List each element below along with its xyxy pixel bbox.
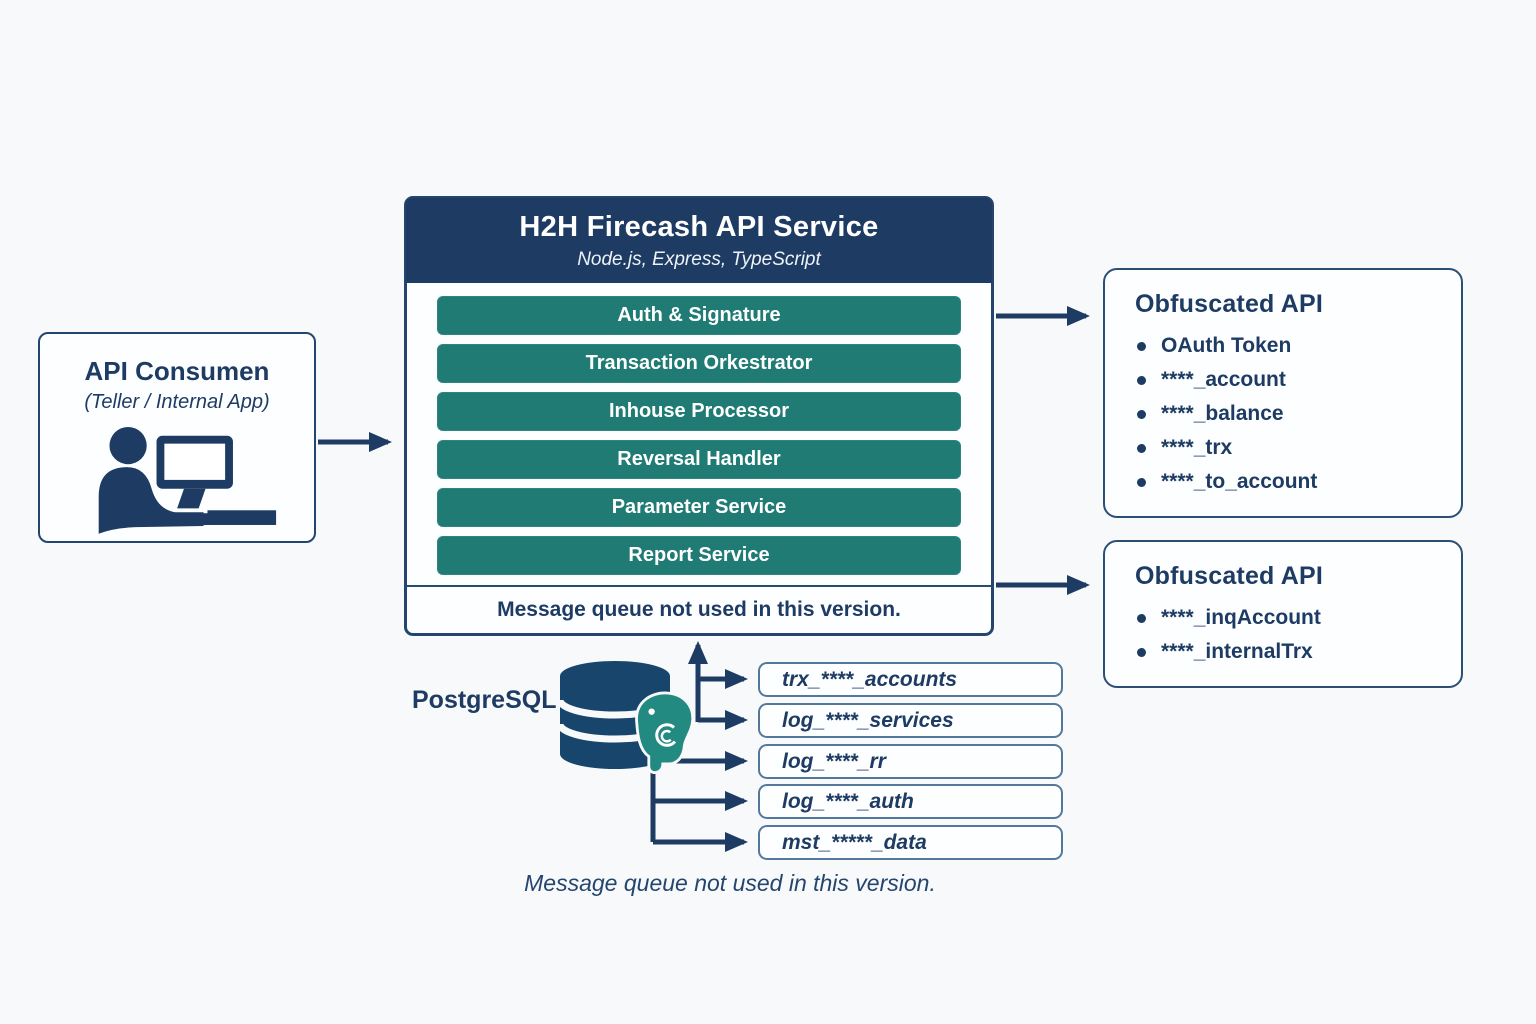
table-name: log_****_auth xyxy=(782,789,914,813)
list-item: OAuth Token xyxy=(1137,329,1461,363)
module-bar-reversal-handler: Reversal Handler xyxy=(437,440,961,479)
list-item: ****_internalTrx xyxy=(1137,635,1461,669)
obfuscated-api-title: Obfuscated API xyxy=(1135,562,1324,590)
item-label: OAuth Token xyxy=(1161,334,1292,357)
item-label: ****_inqAccount xyxy=(1161,606,1321,629)
service-subtitle: Node.js, Express, TypeScript xyxy=(577,249,821,270)
module-bar-transaction-orkestrator: Transaction Orkestrator xyxy=(437,344,961,383)
table-box-log-auth: log_****_auth xyxy=(758,784,1063,819)
postgresql-label: PostgreSQL xyxy=(412,686,557,714)
table-name: log_****_services xyxy=(782,708,954,732)
module-label: Inhouse Processor xyxy=(608,400,790,422)
service-footnote: Message queue not used in this version. xyxy=(407,585,991,633)
person-at-computer-icon xyxy=(98,426,277,534)
table-name: log_****_rr xyxy=(782,749,886,773)
list-item: ****_balance xyxy=(1137,397,1461,431)
module-bar-inhouse-processor: Inhouse Processor xyxy=(437,392,961,431)
item-label: ****_to_account xyxy=(1161,470,1318,493)
item-label: ****_internalTrx xyxy=(1161,640,1313,663)
obfuscated-api-box-1: Obfuscated API OAuth Token ****_account … xyxy=(1103,268,1463,518)
module-label: Parameter Service xyxy=(611,496,787,518)
module-bar-parameter-service: Parameter Service xyxy=(437,488,961,527)
table-name: mst_*****_data xyxy=(782,830,927,854)
obfuscated-api-list: OAuth Token ****_account ****_balance **… xyxy=(1137,329,1461,499)
bullet-dot xyxy=(1137,647,1146,657)
obfuscated-api-title: Obfuscated API xyxy=(1135,290,1324,318)
list-item: ****_inqAccount xyxy=(1137,601,1461,635)
bullet-dot xyxy=(1137,477,1146,487)
table-box-mst-data: mst_*****_data xyxy=(758,825,1063,860)
module-stack: Auth & Signature Transaction Orkestrator… xyxy=(437,296,961,575)
module-bar-auth-signature: Auth & Signature xyxy=(437,296,961,335)
bullet-dot xyxy=(1137,443,1146,453)
faded-glyph-artifact xyxy=(799,545,903,566)
item-label: ****_account xyxy=(1161,368,1286,391)
bottom-note: Message queue not used in this version. xyxy=(524,870,936,896)
list-item: ****_to_account xyxy=(1137,465,1461,499)
module-label: Transaction Orkestrator xyxy=(585,352,813,374)
table-box-trx-accounts: trx_****_accounts xyxy=(758,662,1063,697)
consumer-subtitle: (Teller / Internal App) xyxy=(84,391,270,413)
bullet-dot xyxy=(1137,409,1146,419)
module-label: Report Service xyxy=(628,544,770,566)
bullet-dot xyxy=(1137,613,1146,623)
service-box: H2H Firecash API Service Node.js, Expres… xyxy=(404,196,994,636)
api-consumer-box: API Consumen (Teller / Internal App) xyxy=(38,332,316,543)
list-item: ****_trx xyxy=(1137,431,1461,465)
bullet-dot xyxy=(1137,341,1146,351)
service-box-header: H2H Firecash API Service Node.js, Expres… xyxy=(406,198,992,283)
obfuscated-api-box-2: Obfuscated API ****_inqAccount ****_inte… xyxy=(1103,540,1463,688)
item-label: ****_balance xyxy=(1161,402,1284,425)
module-bar-report-service: Report Service xyxy=(437,536,961,575)
table-box-log-rr: log_****_rr xyxy=(758,744,1063,779)
list-item: ****_account xyxy=(1137,363,1461,397)
table-box-log-services: log_****_services xyxy=(758,703,1063,738)
item-label: ****_trx xyxy=(1161,436,1233,459)
obfuscated-api-list: ****_inqAccount ****_internalTrx xyxy=(1137,601,1461,669)
module-label: Auth & Signature xyxy=(617,304,781,326)
service-title: H2H Firecash API Service xyxy=(519,211,879,243)
bullet-dot xyxy=(1137,375,1146,385)
module-label: Reversal Handler xyxy=(617,448,781,470)
table-name: trx_****_accounts xyxy=(782,667,958,691)
postgresql-elephant-icon xyxy=(635,691,695,774)
consumer-title: API Consumen xyxy=(84,356,270,386)
